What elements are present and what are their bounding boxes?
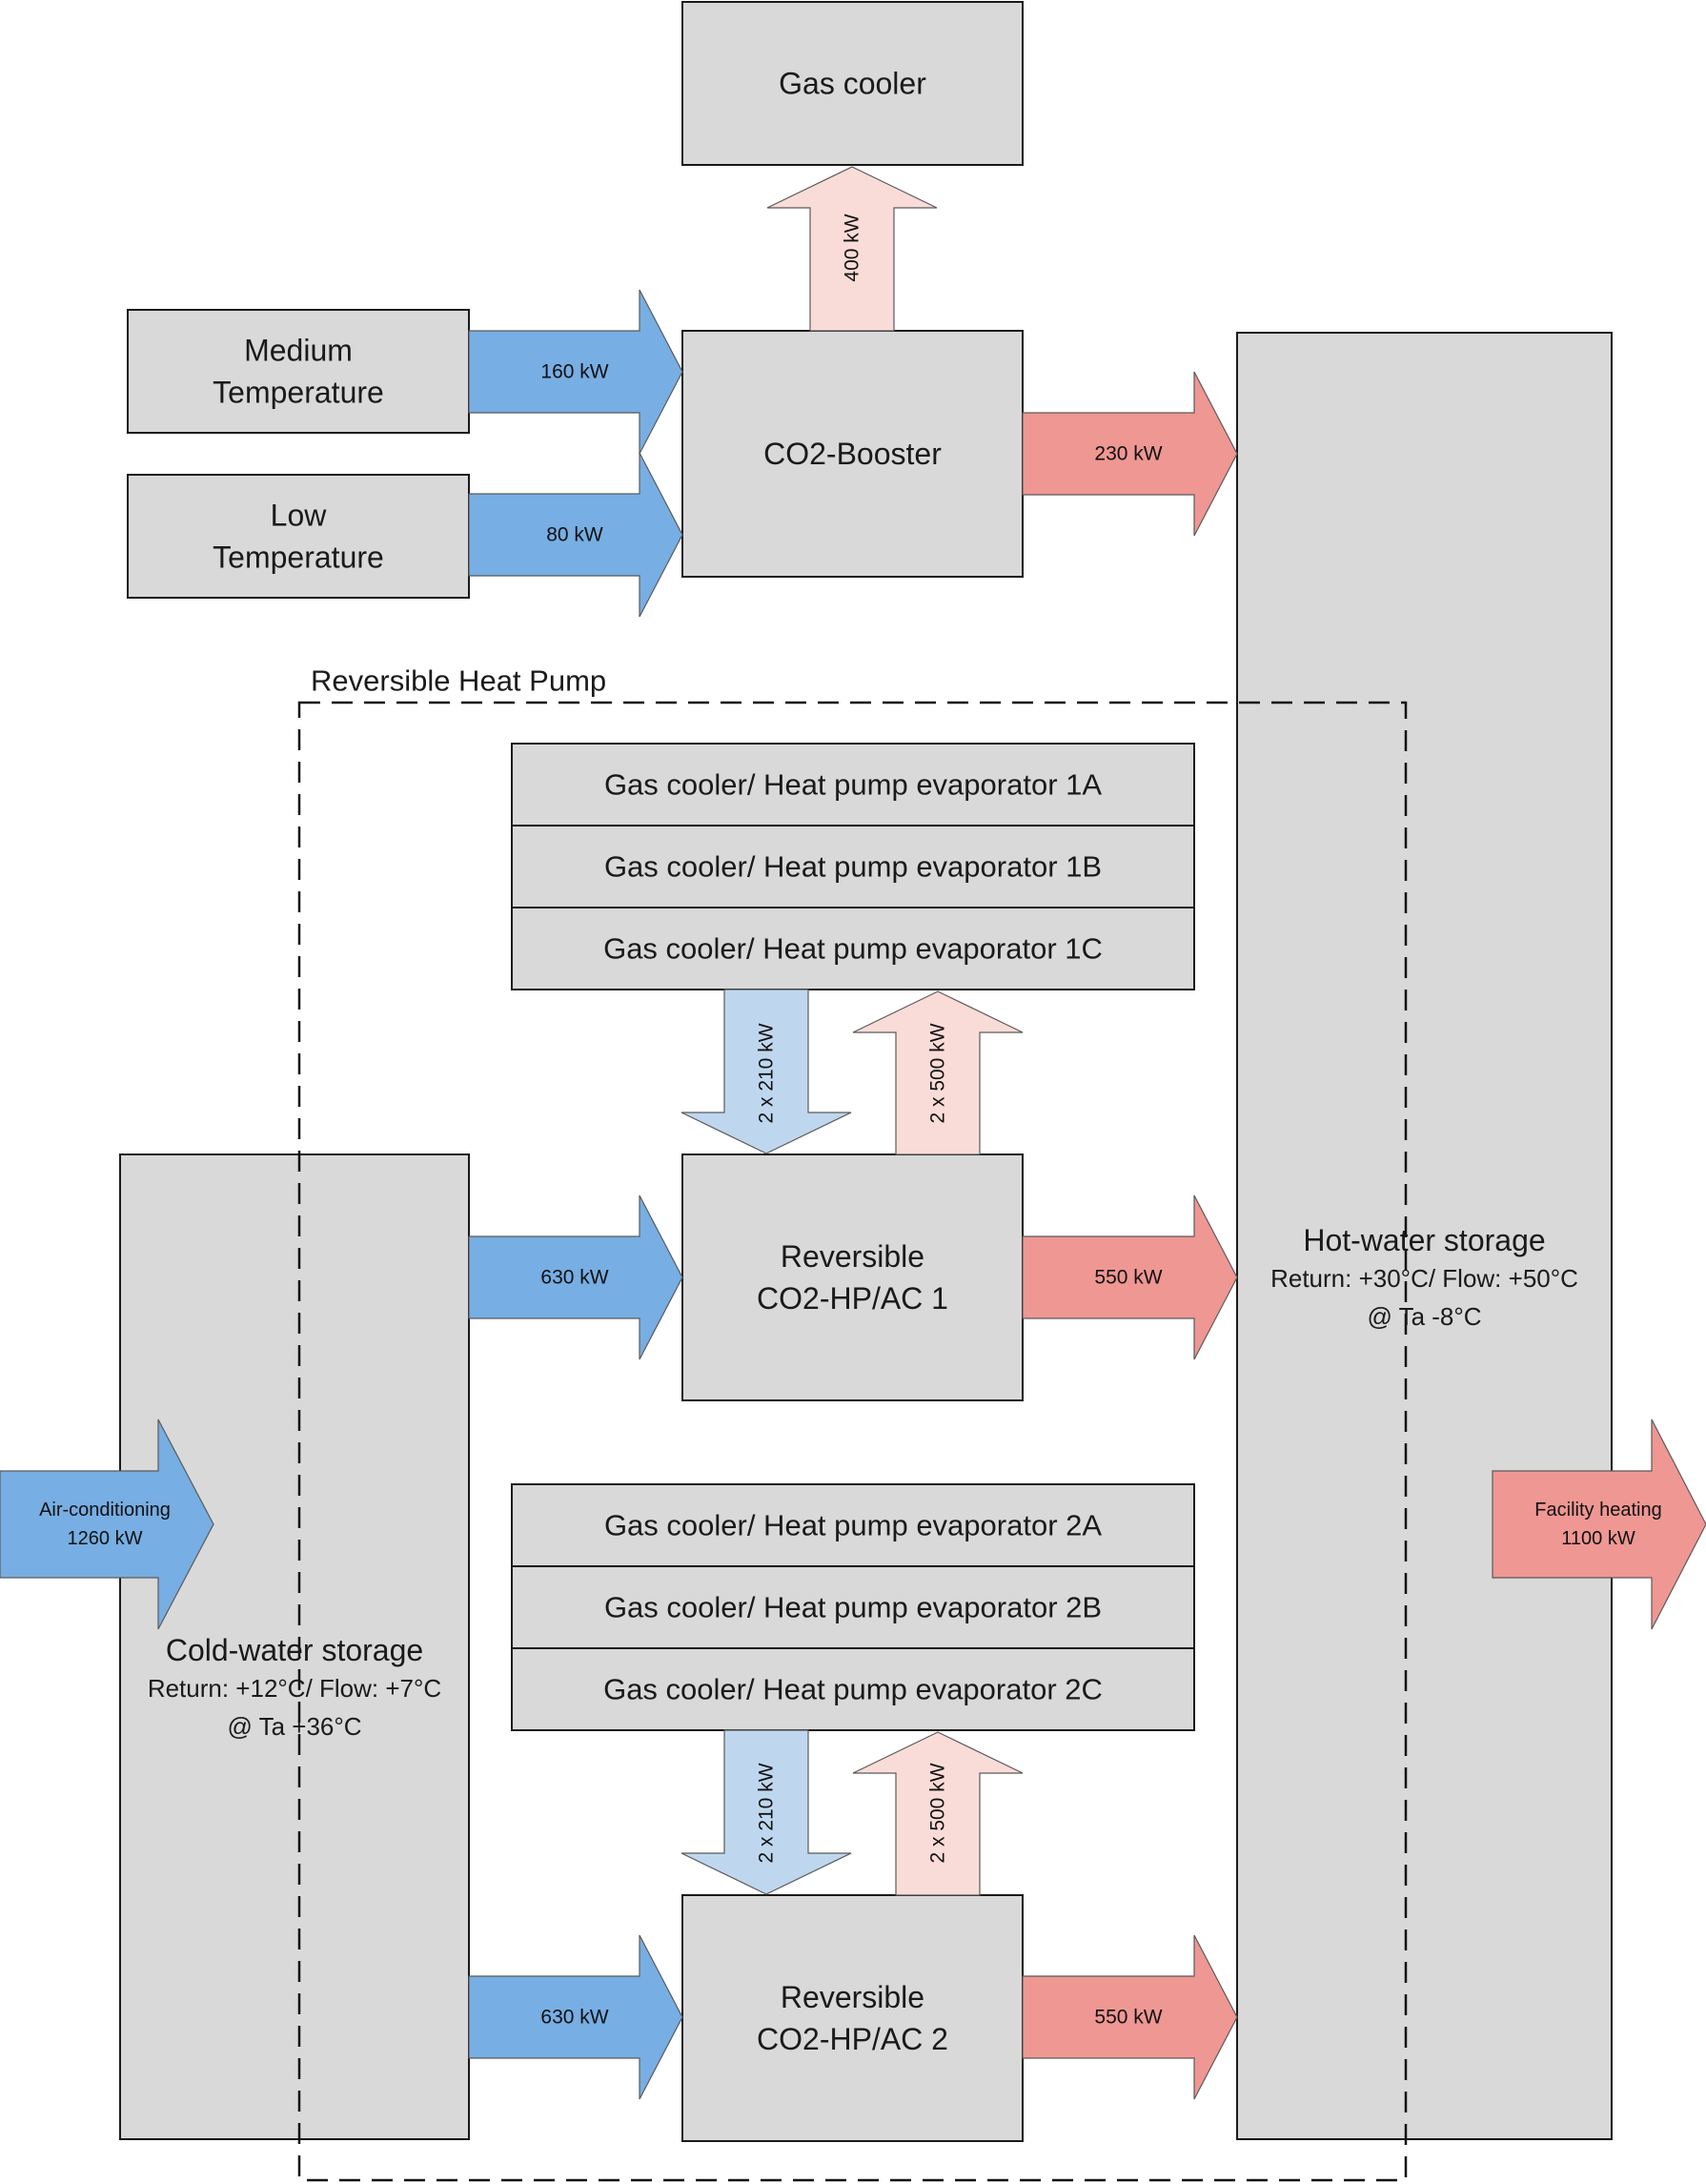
arrow-air-conditioning (0, 1419, 214, 1630)
gas-cooler-evaporator-2c-label-line-1: Gas cooler/ Heat pump evaporator 2C (603, 1673, 1103, 1706)
arrow-medium-temp-to-booster (468, 289, 683, 455)
cold-water-storage-box (119, 1153, 470, 2140)
gas-cooler-evaporator-1b-label-line-1: Gas cooler/ Heat pump evaporator 1B (604, 850, 1102, 884)
medium-temperature-label-line-1: Medium (244, 334, 353, 368)
low-temperature-label-line-1: Low (271, 499, 328, 533)
reversible-co2-hp-ac-2-box (681, 1894, 1024, 2142)
arrow-cold-water-to-hp-ac-1-label: 630 kW (540, 1267, 608, 1289)
arrow-evaporator-1-to-hp-ac-1-label: 2 x 210 kW (756, 1023, 778, 1123)
arrow-hp-ac-2-to-gas-cooler-2-label-line-1: 2 x 500 kW (927, 1763, 949, 1863)
reversible-co2-hp-ac-2-label-line-2: CO2-HP/AC 2 (757, 2022, 948, 2056)
gas-cooler-evaporator-1b-box (511, 825, 1195, 908)
arrow-booster-to-gas-cooler (766, 166, 938, 332)
medium-temperature-box (127, 309, 470, 434)
co2-booster-box (681, 330, 1024, 578)
arrow-facility-heating (1492, 1419, 1706, 1630)
gas-cooler-evaporator-2a-box (511, 1483, 1195, 1567)
gas-cooler-evaporator-1a-label-line-1: Gas cooler/ Heat pump evaporator 1A (604, 768, 1102, 802)
cold-water-storage-label-line-2: Return: +12°C/ Flow: +7°C (148, 1674, 441, 1703)
arrow-facility-heating-label-line-1: Facility heating (1534, 1500, 1661, 1521)
arrow-low-temp-to-booster-label: 80 kW (546, 524, 603, 546)
gas-cooler-evaporator-2c-label: Gas cooler/ Heat pump evaporator 2C (603, 1673, 1103, 1706)
gas-cooler-evaporator-1b-label: Gas cooler/ Heat pump evaporator 1B (604, 850, 1102, 884)
hot-water-storage-label-line-3: @ Ta -8°C (1367, 1302, 1481, 1331)
reversible-heat-pump-boundary (297, 701, 1408, 2182)
arrow-medium-temp-to-booster-label: 160 kW (540, 361, 608, 383)
arrow-air-conditioning-label: Air-conditioning 1260 kW (39, 1500, 171, 1549)
arrow-evaporator-2-to-hp-ac-2-label-line-1: 2 x 210 kW (756, 1763, 778, 1863)
arrow-facility-heating-label-line-2: 1100 kW (1561, 1528, 1635, 1549)
gas-cooler-label-line-1: Gas cooler (779, 67, 926, 101)
co2-booster-label: CO2-Booster (763, 437, 942, 471)
gas-cooler-evaporator-1a-label: Gas cooler/ Heat pump evaporator 1A (604, 768, 1102, 802)
gas-cooler-evaporator-1c-label: Gas cooler/ Heat pump evaporator 1C (603, 932, 1103, 966)
reversible-co2-hp-ac-1-box (681, 1153, 1024, 1401)
arrow-cold-water-to-hp-ac-1-label-line-1: 630 kW (540, 1267, 608, 1289)
reversible-co2-hp-ac-1-label-line-2: CO2-HP/AC 1 (757, 1281, 948, 1316)
gas-cooler-label: Gas cooler (779, 67, 926, 101)
reversible-co2-hp-ac-2-label-line-1: Reversible (781, 1980, 924, 2014)
arrow-hp-ac-1-to-hot-water (1022, 1194, 1238, 1360)
arrow-evaporator-2-to-hp-ac-2 (680, 1729, 852, 1895)
arrow-air-conditioning-label-line-2: 1260 kW (68, 1528, 143, 1549)
low-temperature-box (127, 474, 470, 599)
hot-water-storage-label-line-1: Hot-water storage (1303, 1223, 1545, 1257)
gas-cooler-evaporator-2b-label: Gas cooler/ Heat pump evaporator 2B (604, 1591, 1102, 1624)
arrow-low-temp-to-booster-label-line-1: 80 kW (546, 524, 603, 546)
hot-water-storage-box (1236, 332, 1613, 2140)
arrow-booster-to-hot-water-label-line-1: 230 kW (1094, 443, 1162, 465)
medium-temperature-label-line-2: Temperature (213, 376, 384, 410)
arrow-low-temp-to-booster (468, 452, 683, 618)
arrow-air-conditioning-label-line-1: Air-conditioning (39, 1500, 171, 1521)
arrow-booster-to-hot-water (1022, 371, 1238, 537)
arrow-hp-ac-2-to-gas-cooler-2-label: 2 x 500 kW (927, 1763, 949, 1863)
arrow-medium-temp-to-booster-label-line-1: 160 kW (540, 361, 608, 383)
arrow-hp-ac-1-to-gas-cooler-1 (852, 990, 1024, 1155)
reversible-co2-hp-ac-1-label-line-1: Reversible (781, 1239, 924, 1274)
arrow-facility-heating-label: Facility heating 1100 kW (1534, 1500, 1661, 1549)
gas-cooler-evaporator-2c-box (511, 1647, 1195, 1731)
arrow-hp-ac-1-to-hot-water-label: 550 kW (1094, 1267, 1162, 1289)
arrow-hp-ac-2-to-hot-water-label: 550 kW (1094, 2007, 1162, 2029)
arrow-evaporator-1-to-hp-ac-1 (680, 989, 852, 1154)
arrow-evaporator-1-to-hp-ac-1-label-line-1: 2 x 210 kW (756, 1023, 778, 1123)
arrow-hp-ac-2-to-gas-cooler-2 (852, 1731, 1024, 1896)
arrow-cold-water-to-hp-ac-1 (468, 1194, 683, 1360)
arrow-cold-water-to-hp-ac-2 (468, 1934, 683, 2100)
arrow-hp-ac-2-to-hot-water-label-line-1: 550 kW (1094, 2007, 1162, 2029)
low-temperature-label-line-2: Temperature (213, 541, 384, 575)
arrow-booster-to-gas-cooler-label-line-1: 400 kW (842, 214, 863, 281)
gas-cooler-evaporator-1c-box (511, 907, 1195, 990)
arrow-hp-ac-1-to-gas-cooler-1-label-line-1: 2 x 500 kW (927, 1023, 949, 1123)
gas-cooler-evaporator-1c-label-line-1: Gas cooler/ Heat pump evaporator 1C (603, 932, 1103, 966)
arrow-cold-water-to-hp-ac-2-label: 630 kW (540, 2007, 608, 2029)
arrow-hp-ac-2-to-hot-water (1022, 1934, 1238, 2100)
co2-booster-label-line-1: CO2-Booster (763, 437, 942, 471)
reversible-heat-pump-label: Reversible Heat Pump (311, 664, 606, 698)
arrow-booster-to-gas-cooler-label: 400 kW (842, 214, 863, 281)
cold-water-storage-label-line-1: Cold-water storage (166, 1633, 423, 1667)
cold-water-storage-label-line-3: @ Ta +36°C (227, 1712, 361, 1741)
arrow-booster-to-hot-water-label: 230 kW (1094, 443, 1162, 465)
gas-cooler-box (681, 1, 1024, 166)
hot-water-storage-label-line-2: Return: +30°C/ Flow: +50°C (1270, 1264, 1578, 1293)
gas-cooler-evaporator-2b-label-line-1: Gas cooler/ Heat pump evaporator 2B (604, 1591, 1102, 1624)
arrow-cold-water-to-hp-ac-2-label-line-1: 630 kW (540, 2007, 608, 2029)
gas-cooler-evaporator-2a-label-line-1: Gas cooler/ Heat pump evaporator 2A (604, 1509, 1102, 1542)
gas-cooler-evaporator-2a-label: Gas cooler/ Heat pump evaporator 2A (604, 1509, 1102, 1542)
arrow-hp-ac-1-to-hot-water-label-line-1: 550 kW (1094, 1267, 1162, 1289)
arrow-hp-ac-1-to-gas-cooler-1-label: 2 x 500 kW (927, 1023, 949, 1123)
gas-cooler-evaporator-1a-box (511, 743, 1195, 827)
arrow-evaporator-2-to-hp-ac-2-label: 2 x 210 kW (756, 1763, 778, 1863)
